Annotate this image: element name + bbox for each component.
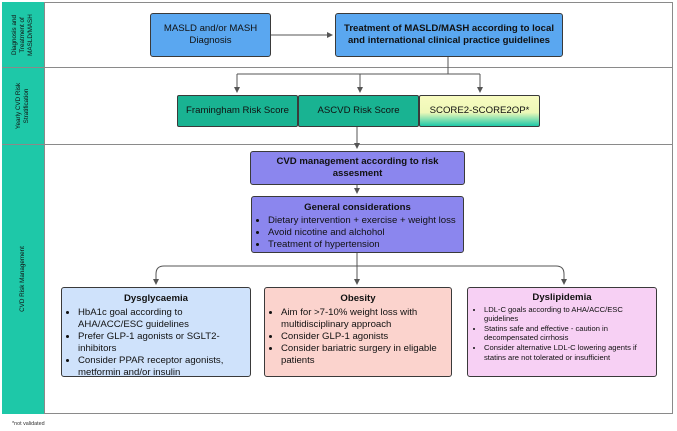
framingham-text: Framingham Risk Score (186, 105, 289, 116)
dysglycaemia-title: Dysglycaemia (124, 293, 188, 304)
general-list: Dietary intervention + exercise + weight… (258, 215, 457, 251)
score2-text: SCORE2-SCORE2OP* (429, 105, 530, 116)
framingham-box: Framingham Risk Score (177, 95, 298, 127)
obesity-list: Aim for >7-10% weight loss with multidis… (271, 307, 445, 367)
obesity-title: Obesity (340, 293, 376, 304)
list-item: Aim for >7-10% weight loss with multidis… (281, 307, 445, 331)
list-item: Treatment of hypertension (268, 239, 457, 251)
list-item: Prefer GLP-1 agonists or SGLT2-inhibitor… (78, 331, 244, 355)
connector-branch (155, 265, 565, 282)
list-item: Consider bariatric surgery in eligable p… (281, 343, 445, 367)
dyslipidemia-box: Dyslipidemia LDL-C goals according to AH… (467, 287, 657, 377)
band-management: CVD Risk Management (2, 144, 45, 414)
band-diagnosis: Diagnosis and Treatment of MASLD/MASH (2, 2, 45, 67)
score2-box: SCORE2-SCORE2OP* (419, 95, 540, 127)
treatment-box: Treatment of MASLD/MASH according to loc… (335, 13, 563, 57)
list-item: Avoid nicotine and alchohol (268, 227, 457, 239)
footnote: *not validated (12, 421, 45, 427)
general-title: General considerations (304, 202, 411, 213)
ascvd-box: ASCVD Risk Score (298, 95, 419, 127)
general-considerations-box: General considerations Dietary intervent… (251, 196, 464, 253)
cvd-management-box: CVD management according to risk assesme… (250, 151, 465, 185)
list-item: HbA1c goal according to AHA/ACC/ESC guid… (78, 307, 244, 331)
list-item: Consider PPAR receptor agonists, metform… (78, 355, 244, 379)
ascvd-text: ASCVD Risk Score (317, 105, 400, 116)
list-item: Consider GLP-1 agonists (281, 331, 445, 343)
dysglycaemia-list: HbA1c goal according to AHA/ACC/ESC guid… (68, 307, 244, 379)
list-item: Consider alternative LDL-C lowering agen… (484, 343, 650, 362)
diagnosis-text: MASLD and/or MASH Diagnosis (163, 23, 258, 46)
cvd-management-text: CVD management according to risk assesme… (276, 156, 439, 179)
obesity-box: Obesity Aim for >7-10% weight loss with … (264, 287, 452, 377)
treatment-text: Treatment of MASLD/MASH according to loc… (343, 23, 555, 46)
diagnosis-box: MASLD and/or MASH Diagnosis (150, 13, 271, 57)
dyslipidemia-title: Dyslipidemia (532, 292, 592, 303)
list-item: Dietary intervention + exercise + weight… (268, 215, 457, 227)
section-divider (2, 144, 673, 145)
dyslipidemia-list: LDL-C goals according to AHA/ACC/ESC gui… (474, 305, 650, 363)
section-divider (2, 67, 673, 68)
list-item: LDL-C goals according to AHA/ACC/ESC gui… (484, 305, 650, 324)
dysglycaemia-box: Dysglycaemia HbA1c goal according to AHA… (61, 287, 251, 379)
list-item: Statins safe and effective - caution in … (484, 324, 650, 343)
band-yearly: Yearly CVD Risk Stratification (2, 67, 45, 144)
